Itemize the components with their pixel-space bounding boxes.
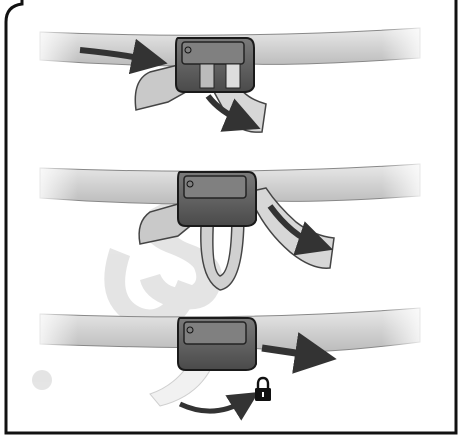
buckle [178,318,256,370]
arrow-rotate-lock [180,400,246,411]
lock-icon [255,378,271,401]
buckle [176,38,254,92]
panel-step-2 [30,160,430,290]
buckle [178,172,256,226]
panel-step-1 [30,26,430,132]
panel-step-3 [30,304,430,411]
